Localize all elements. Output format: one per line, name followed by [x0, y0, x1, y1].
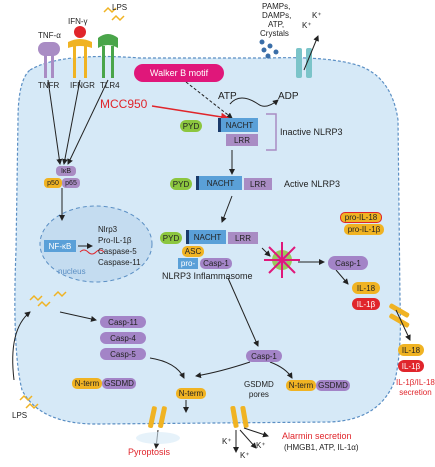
inactive-nacht: NACHT: [218, 118, 258, 132]
ifngr-receptor: [68, 26, 92, 78]
p65-box: p65: [62, 178, 80, 188]
inflammasome-lrr: LRR: [228, 232, 258, 244]
nterm-left: N-term: [72, 378, 102, 389]
tlr4-receptor: [98, 6, 125, 78]
lps-bottom-label: LPS: [12, 411, 28, 420]
gene-pro-il1b: Pro-IL-1β: [98, 236, 132, 245]
il1b-blob: IL-1β: [352, 298, 380, 310]
tlr4-label: TLR4: [100, 81, 120, 90]
gene-caspase5: Caspase-5: [98, 247, 137, 256]
casp1-active: Casp-1: [328, 256, 368, 270]
atp-label: ATP: [218, 91, 237, 102]
il1b-secreted: IL-1β: [398, 360, 424, 372]
active-nlrp3-label: Active NLRP3: [284, 179, 341, 189]
nucleus-nfkb: NF-κB: [44, 240, 76, 252]
walker-b-badge: Walker B motif: [134, 64, 224, 82]
k-release-2: K⁺: [240, 451, 250, 460]
secretion-label: IL-1β/IL-18 secretion: [396, 378, 435, 397]
inflammasome-nacht: NACHT: [186, 230, 226, 244]
crystals-label: Crystals: [260, 29, 289, 38]
tnfr-receptor: [38, 42, 60, 78]
active-lrr: LRR: [244, 178, 272, 190]
inflammasome-casp1: Casp-1: [200, 258, 232, 269]
ifng-label: IFN-γ: [68, 17, 88, 26]
lps-top-label: LPS: [112, 3, 128, 12]
alarmin-label: Alarmin secretion: [282, 431, 352, 441]
k-release-3: K⁺: [256, 441, 266, 450]
alarmin-sub-label: (HMGB1, ATP, IL-1α): [284, 443, 359, 452]
nucleus-shape: [39, 205, 153, 283]
pro-il18-box: pro-IL-18: [340, 212, 382, 223]
inflammasome-ring: [264, 242, 300, 278]
nucleus-label: nucleus: [58, 267, 86, 276]
k-out-2: K⁺: [302, 21, 312, 30]
k-out-1: K⁺: [312, 11, 322, 20]
nterm-right: N-term: [286, 380, 316, 391]
active-nacht: NACHT: [196, 176, 242, 190]
ikb-box: IκB: [56, 166, 76, 176]
pro-domain: pro-: [178, 258, 198, 269]
damps-label: DAMPs,: [262, 11, 292, 20]
inactive-nlrp3-label: Inactive NLRP3: [280, 127, 343, 137]
tnfr-label: TNFR: [38, 81, 60, 90]
pamps-particles: [259, 39, 279, 59]
tnfa-label: TNF-α: [38, 31, 61, 40]
asc-domain: ASC: [182, 246, 204, 257]
p50-box: p50: [44, 178, 62, 188]
inactive-pyd: PYD: [180, 120, 202, 132]
gsdmd-pore-right: [230, 405, 249, 428]
nterm-center: N-term: [176, 388, 206, 399]
pyroptosis-cloud: [136, 432, 180, 444]
casp1-lower: Casp-1: [246, 350, 282, 362]
adp-label: ADP: [278, 91, 299, 102]
pyroptosis-label: Pyroptosis: [128, 447, 171, 457]
il18-secreted: IL-18: [398, 344, 424, 356]
gene-nlrp3: Nlrp3: [98, 225, 118, 234]
casp4-pill: Casp-4: [100, 332, 146, 344]
inactive-lrr: LRR: [226, 134, 258, 146]
gsdmd-right: GSDMD: [316, 380, 350, 391]
il-secretion-pore: [389, 303, 410, 328]
k-release-1: K⁺: [222, 437, 232, 446]
ifngr-label: IFNGR: [70, 81, 95, 90]
pamps-label: PAMPs,: [262, 2, 291, 11]
il18-blob: IL-18: [352, 282, 380, 294]
potassium-channel: [296, 35, 319, 78]
gene-caspase11: Caspase-11: [98, 258, 141, 267]
mcc950-label: MCC950: [100, 97, 148, 111]
gsdmd-pores-label: GSDMD pores: [244, 380, 274, 399]
inflammasome-label: NLRP3 Inflammasome: [162, 271, 253, 281]
active-pyd: PYD: [170, 178, 192, 190]
atp-stim-label: ATP,: [268, 20, 285, 29]
pro-il1b-box: pro-IL-1β: [344, 224, 384, 235]
inflammasome-pyd: PYD: [160, 232, 182, 244]
casp5-pill: Casp-5: [100, 348, 146, 360]
gsdmd-pore-left: [148, 406, 167, 429]
gsdmd-left: GSDMD: [102, 378, 136, 389]
casp11-pill: Casp-11: [100, 316, 146, 328]
